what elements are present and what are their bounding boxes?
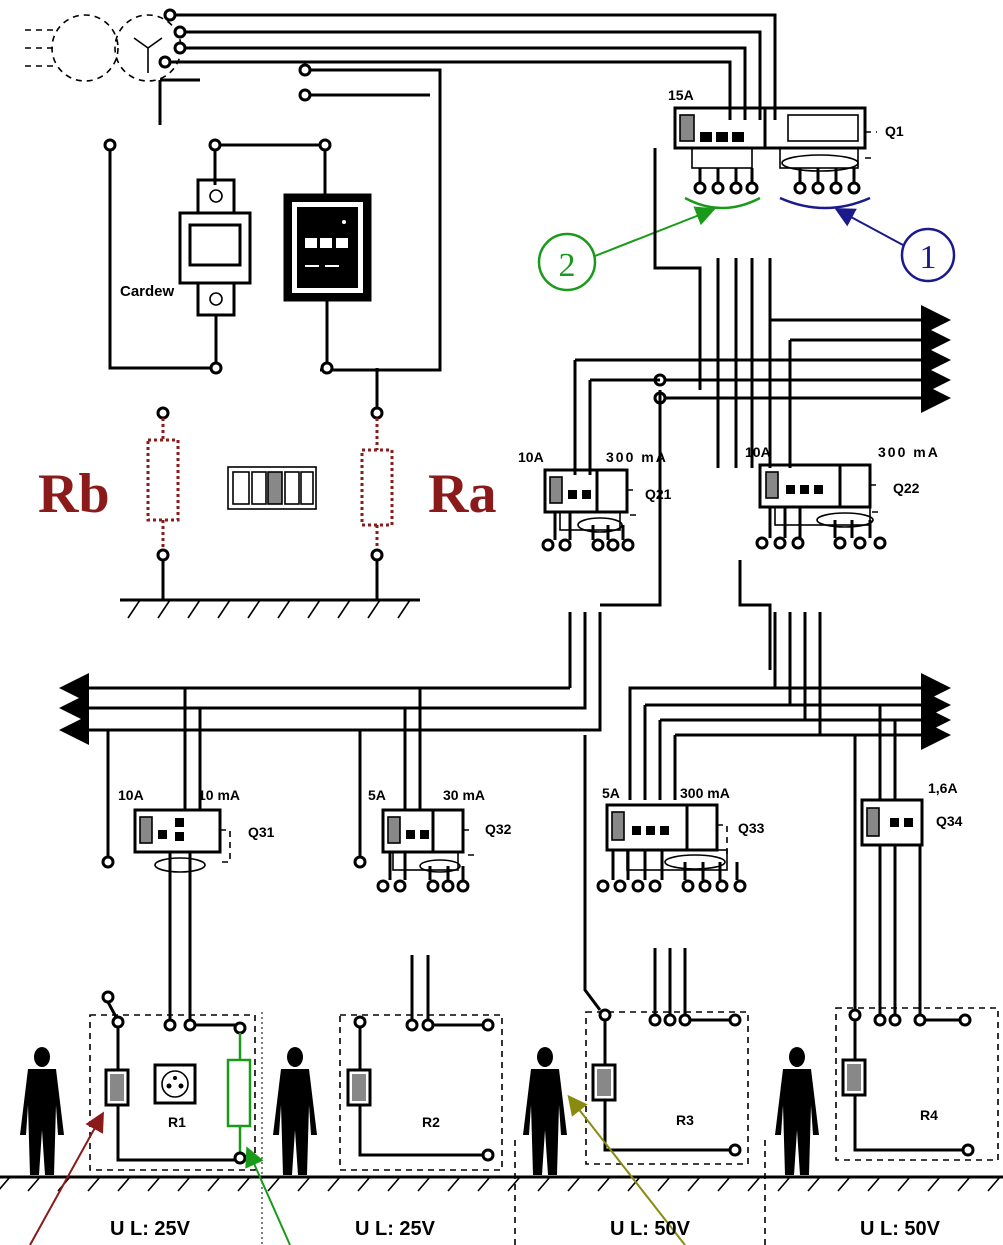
cardew-label: Cardew [120,283,175,300]
cardew-branch: Cardew [103,138,332,375]
q22-sensitivity: 300 mA [878,444,940,460]
marker-1: 1 [834,208,956,283]
breaker-q34: 1,6A Q34 [860,780,963,1020]
marker-2-label: 2 [559,247,576,284]
q34-rating: 1,6A [928,780,958,796]
marker-2: 2 [537,206,716,292]
q32-rating: 5A [368,787,386,803]
q32-sensitivity: 30 mA [443,787,485,803]
rb-label: Rb [38,463,110,525]
breaker-q1: 15A Q1 [668,87,904,195]
q1-name: Q1 [885,123,904,139]
breaker-q33: 5A 300 mA Q33 [596,785,765,893]
marker-arc-2 [684,196,761,210]
right-lower-bus [583,673,951,1011]
arrow-to-r1-resistor [29,1111,104,1245]
q21-name: Q21 [645,486,672,502]
arrow-to-person-3 [567,1094,686,1245]
room-r4-label: R4 [920,1107,938,1123]
arrow-to-r1-green-resistor [245,1146,291,1245]
ul-zone-1: U L: 25V [110,1218,191,1240]
earth-resistance-rb: Rb [38,406,180,600]
q31-rating: 10A [118,787,144,803]
q22-name: Q22 [893,480,920,496]
earth-resistance-ra: Ra [360,368,496,600]
q32-name: Q32 [485,821,512,837]
room-r1: R1 [89,990,256,1171]
ul-zone-2: U L: 25V [355,1218,436,1240]
breaker-q22: 10A 300 mA Q22 [716,320,940,550]
q1-rating: 15A [668,87,694,103]
left-lower-bus [59,668,602,869]
ra-label: Ra [428,463,496,525]
q21-sensitivity: 300 mA [606,449,668,465]
earth-bar-top [120,598,420,619]
q31-sensitivity: 10 mA [198,787,240,803]
room-r2: R2 [339,955,503,1171]
small-breaker-module-icon [227,466,317,510]
ul-zone-3: U L: 50V [610,1218,691,1240]
person-1 [20,1047,64,1175]
person-2 [273,1047,317,1175]
room-r4: R4 [835,1007,999,1161]
room-r3: R3 [585,948,749,1165]
q22-rating: 10A [745,444,771,460]
person-3 [523,1047,567,1175]
breaker-q21: 10A 300 mA Q21 [518,449,672,552]
q33-sensitivity: 300 mA [680,785,730,801]
transformer-symbol [25,14,182,82]
q21-rating: 10A [518,449,544,465]
room-r1-label: R1 [168,1114,186,1130]
room-r3-label: R3 [676,1112,694,1128]
secondary-risers [568,390,822,735]
room-r2-label: R2 [422,1114,440,1130]
ground-floor [0,1012,1003,1245]
breaker-q32: 5A 30 mA Q32 [368,787,512,893]
q1-downstream-wires [573,148,951,475]
marker-1-label: 1 [920,239,937,276]
marker-arc-1 [779,196,871,210]
q33-rating: 5A [602,785,620,801]
person-4 [775,1047,819,1175]
mains-feeders [158,8,777,372]
breaker-q31: 10A 10 mA Q31 [118,787,275,1020]
insulation-monitor [283,193,372,375]
q34-name: Q34 [936,813,963,829]
q33-name: Q33 [738,820,765,836]
ul-zone-4: U L: 50V [860,1218,941,1240]
q31-name: Q31 [248,824,275,840]
